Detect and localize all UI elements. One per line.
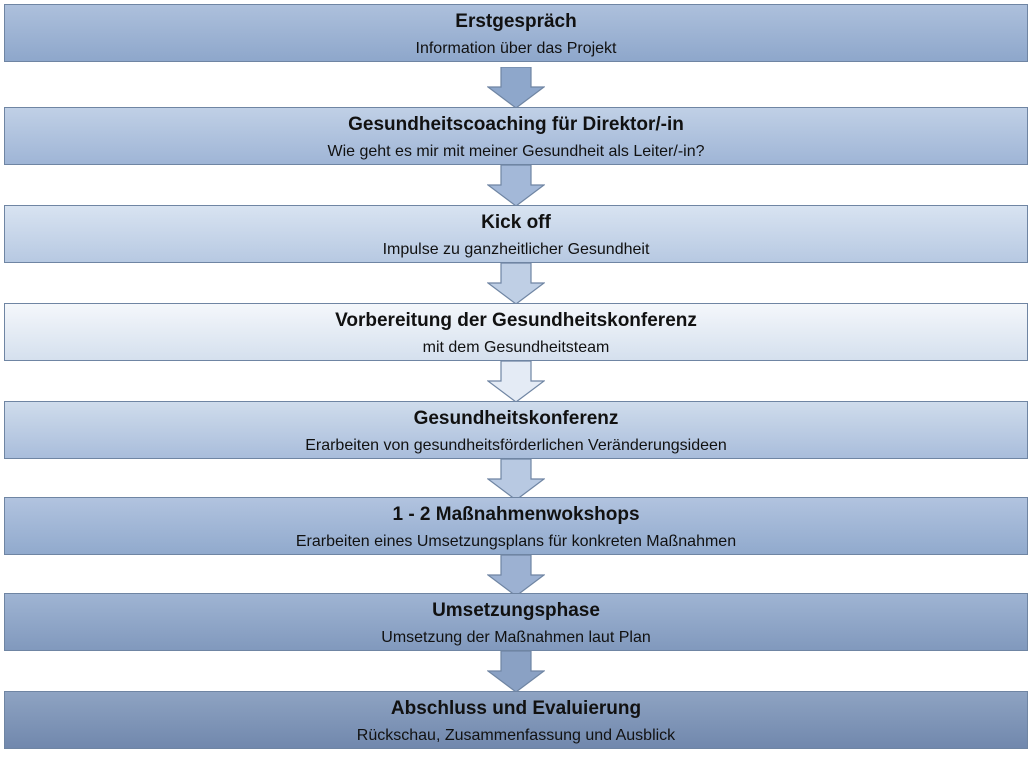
step-subtitle: Impulse zu ganzheitlicher Gesundheit xyxy=(382,241,650,258)
down-arrow-icon xyxy=(487,459,545,501)
step-subtitle: Wie geht es mir mit meiner Gesundheit al… xyxy=(327,143,705,160)
down-arrow-icon xyxy=(487,67,545,109)
down-arrow-icon xyxy=(487,555,545,597)
step-title: 1 - 2 Maßnahmenwokshops xyxy=(392,504,640,525)
step-subtitle: Information über das Projekt xyxy=(415,40,617,57)
step-subtitle: Rückschau, Zusammenfassung und Ausblick xyxy=(356,727,676,744)
step-subtitle: mit dem Gesundheitsteam xyxy=(422,339,610,356)
step-box-5: Gesundheitskonferenz Erarbeiten von gesu… xyxy=(4,401,1028,459)
step-title: Kick off xyxy=(481,212,551,233)
step-title: Gesundheitskonferenz xyxy=(413,408,619,429)
down-arrow-icon xyxy=(487,651,545,693)
step-title: Erstgespräch xyxy=(455,11,577,32)
step-subtitle: Erarbeiten von gesundheitsförderlichen V… xyxy=(305,437,727,454)
step-title: Umsetzungsphase xyxy=(432,600,600,621)
step-subtitle: Umsetzung der Maßnahmen laut Plan xyxy=(381,629,651,646)
down-arrow-icon xyxy=(487,361,545,403)
down-arrow-icon xyxy=(487,263,545,305)
step-box-2: Gesundheitscoaching für Direktor/-in Wie… xyxy=(4,107,1028,165)
step-title: Gesundheitscoaching für Direktor/-in xyxy=(348,114,684,135)
step-subtitle: Erarbeiten eines Umsetzungsplans für kon… xyxy=(295,533,737,550)
step-title: Vorbereitung der Gesundheitskonferenz xyxy=(335,310,697,331)
step-box-6: 1 - 2 Maßnahmenwokshops Erarbeiten eines… xyxy=(4,497,1028,555)
down-arrow-icon xyxy=(487,165,545,207)
step-title: Abschluss und Evaluierung xyxy=(390,698,642,719)
step-box-4: Vorbereitung der Gesundheitskonferenz mi… xyxy=(4,303,1028,361)
step-box-1: Erstgespräch Information über das Projek… xyxy=(4,4,1028,62)
step-box-7: Umsetzungsphase Umsetzung der Maßnahmen … xyxy=(4,593,1028,651)
step-box-3: Kick off Impulse zu ganzheitlicher Gesun… xyxy=(4,205,1028,263)
step-box-8: Abschluss und Evaluierung Rückschau, Zus… xyxy=(4,691,1028,749)
